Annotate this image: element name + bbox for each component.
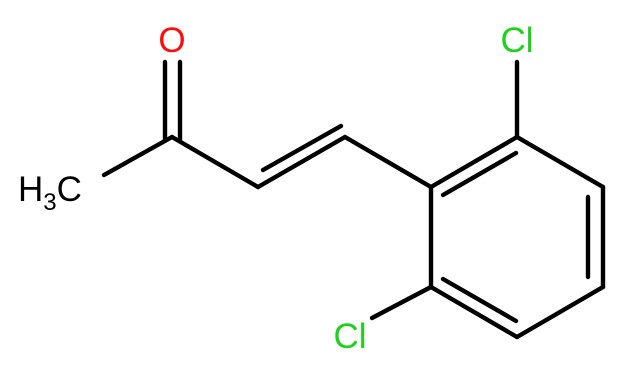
ring-bond-1 bbox=[428, 134, 520, 190]
ring-bond-4 bbox=[514, 284, 606, 340]
ring-bond-5-inner bbox=[440, 276, 519, 324]
alkene-bond-a bbox=[255, 134, 348, 190]
methyl-label: H3C bbox=[18, 170, 82, 216]
carbonyl-alpha-bond bbox=[169, 134, 261, 190]
chlorine-bottom-label: Cl bbox=[333, 317, 366, 356]
ring-bond-5 bbox=[428, 284, 520, 340]
methyl-subscript: 3 bbox=[43, 189, 56, 216]
chlorine-bottom-bond bbox=[369, 284, 434, 321]
methyl-bond bbox=[101, 134, 175, 178]
ring-bond-1-inner bbox=[440, 150, 519, 198]
methyl-c: C bbox=[57, 170, 82, 209]
ring-bond-2 bbox=[514, 134, 606, 190]
methyl-h: H bbox=[18, 170, 43, 209]
chlorine-top-label: Cl bbox=[500, 21, 533, 60]
alkene-bond-b bbox=[260, 123, 344, 173]
oxygen-label: O bbox=[158, 21, 185, 60]
vinyl-ring-bond bbox=[342, 134, 434, 190]
